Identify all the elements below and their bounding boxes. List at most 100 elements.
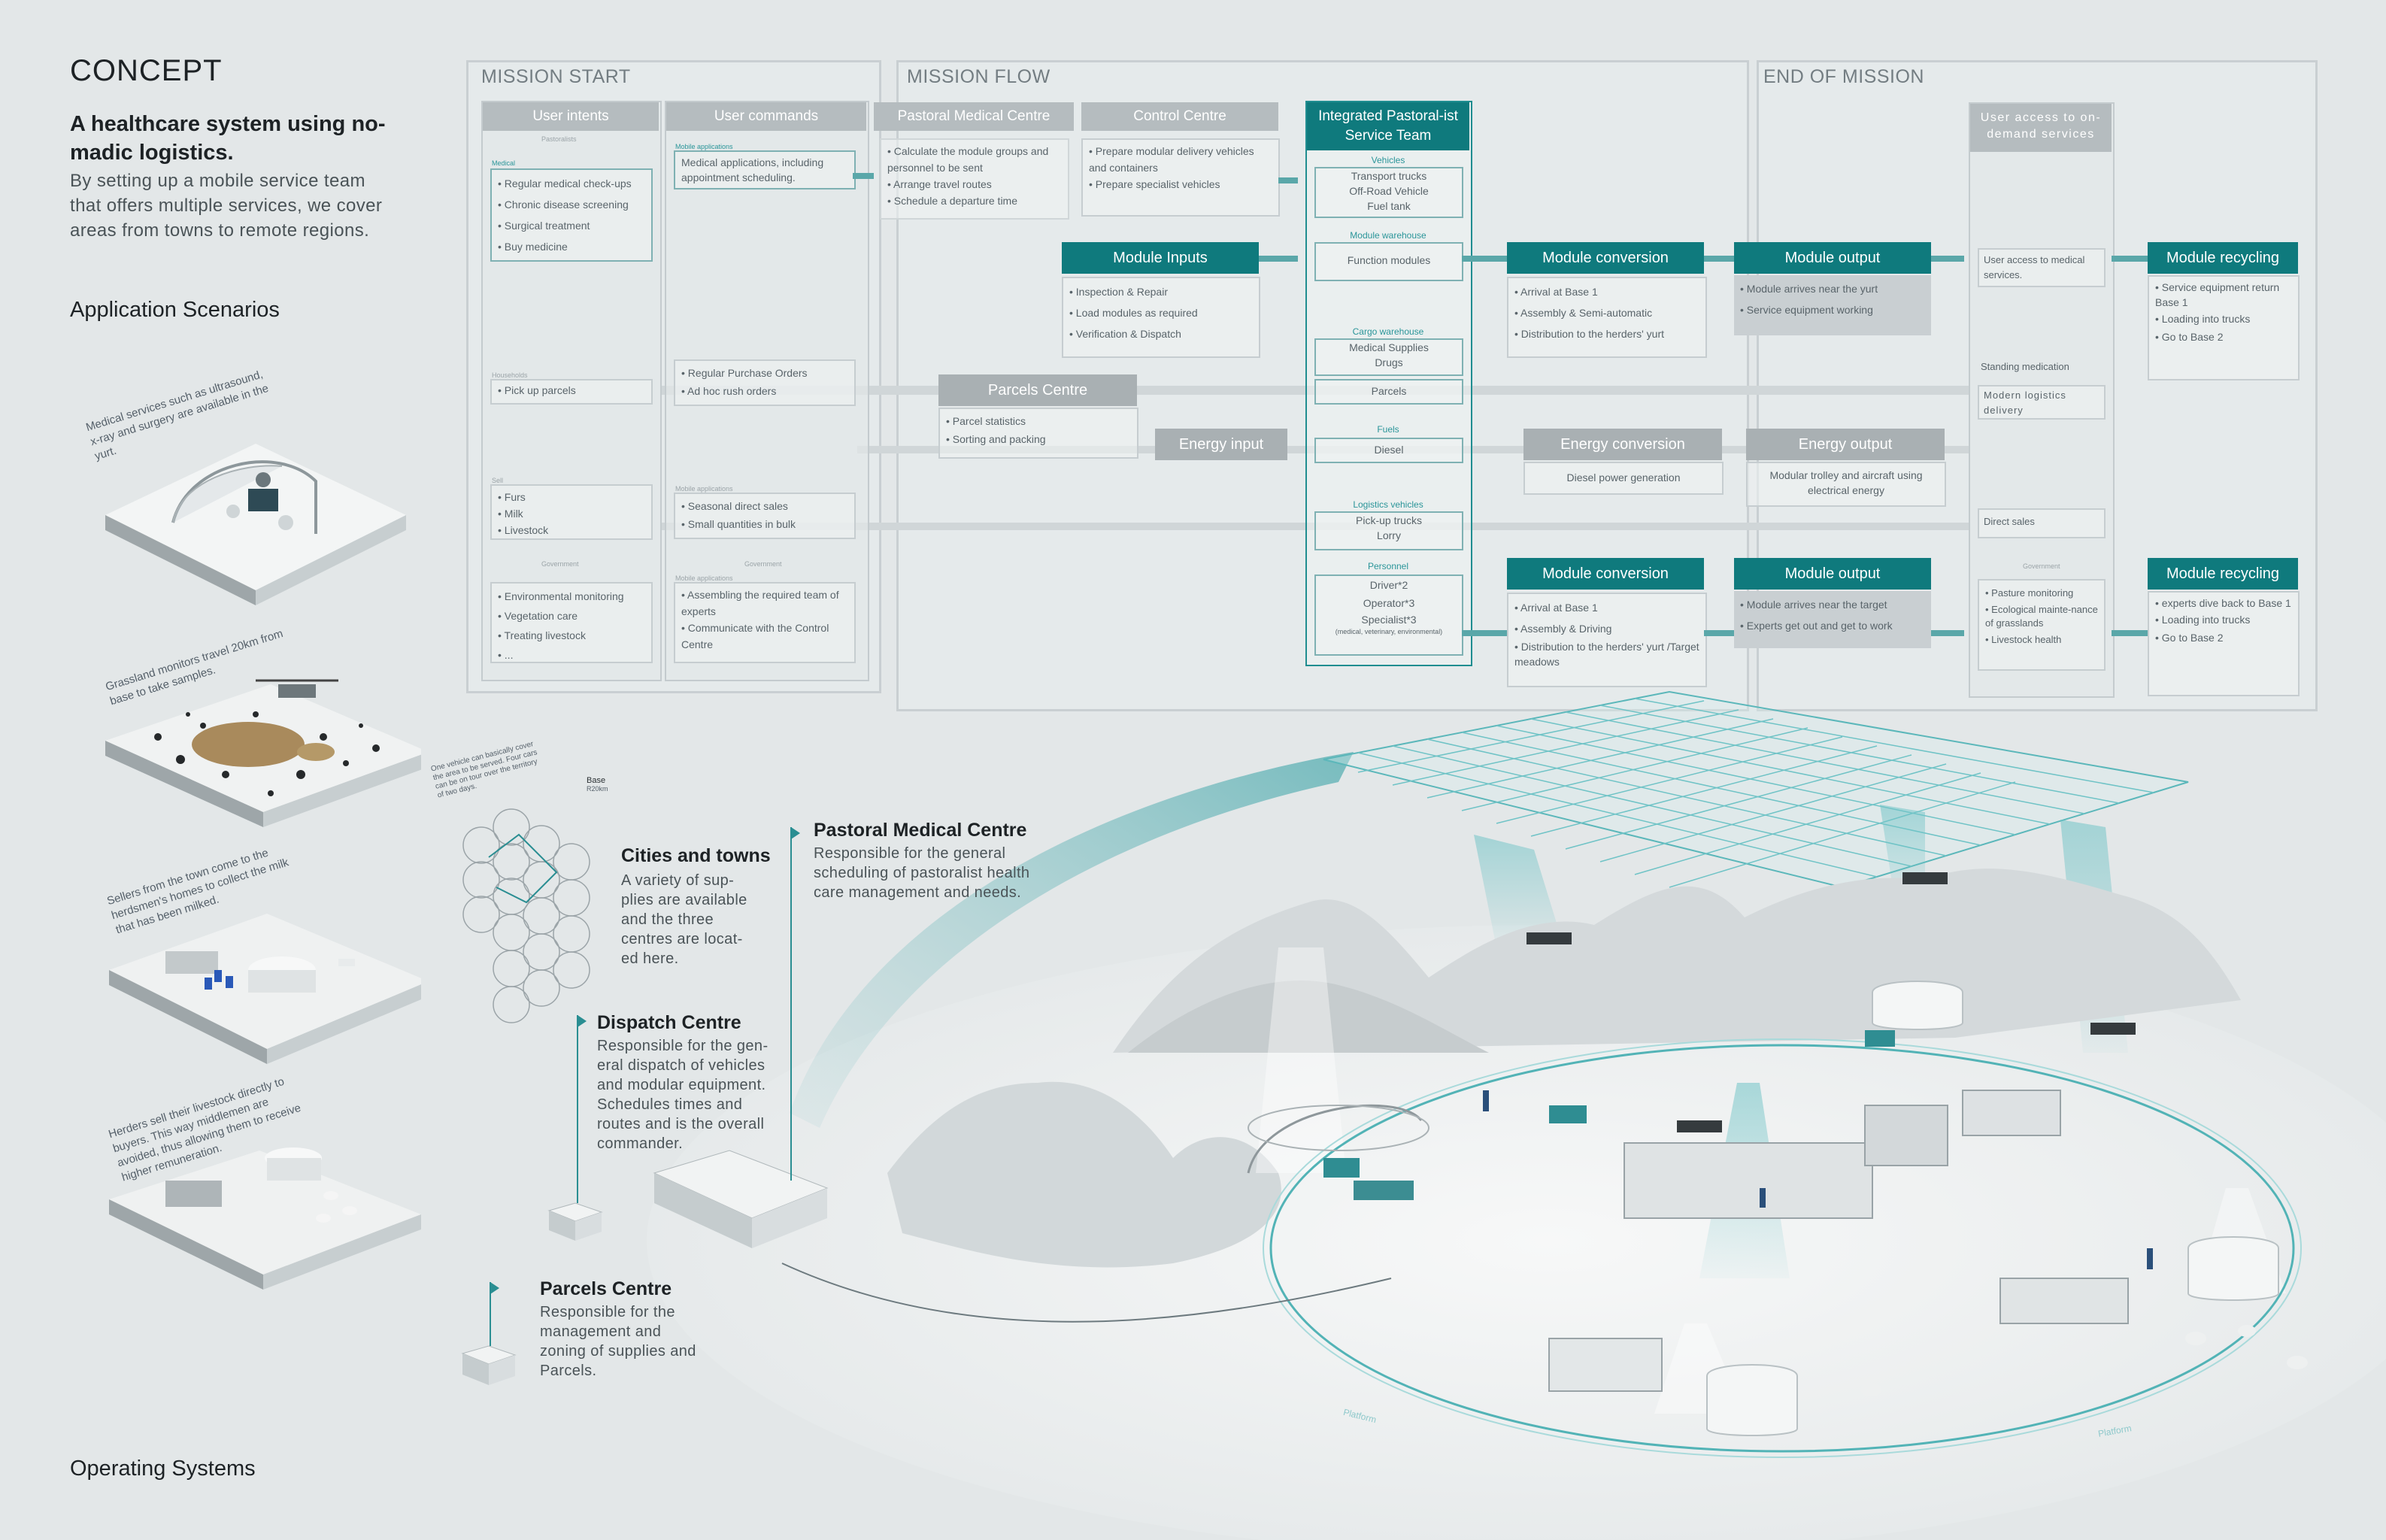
arrow-output-to-access-1 (1931, 256, 1964, 262)
arrow-output-to-access-2 (1931, 630, 1964, 636)
parcels-centre-box: Parcel statistics Sorting and packing (938, 408, 1138, 459)
module-output-1-header: Module output (1734, 242, 1931, 274)
access-gov-item: Livestock health (1985, 630, 2098, 650)
conversion-item: Arrival at Base 1 (1514, 281, 1699, 302)
intent-item: Regular medical check-ups (498, 173, 645, 194)
module-output-2-header: Module output (1734, 558, 1931, 590)
module-output-2-box: Module arrives near the target Experts g… (1734, 591, 1931, 648)
command-text: Medical applications, including appointm… (681, 156, 824, 183)
command-item: Ad hoc rush orders (681, 382, 848, 400)
access-gov-item: Pasture monitoring (1985, 584, 2098, 603)
module-recycling-1-header: Module recycling (2148, 242, 2298, 274)
command-item: Regular Purchase Orders (681, 364, 848, 382)
output-item: Module arrives near the yurt (1740, 278, 1925, 299)
conversion-item: Assembly & Driving (1514, 618, 1699, 639)
parcels-centre-desc: Responsible for the management and zonin… (540, 1304, 696, 1379)
team-label-personnel: Personnel (1367, 561, 1409, 571)
control-centre-header: Control Centre (1081, 102, 1278, 131)
tag-mobile-applications-2: Mobile applications (675, 485, 733, 493)
arrow-access-to-recycling-1 (2112, 256, 2148, 262)
team-label-fuels: Fuels (1377, 424, 1399, 435)
pmc-item: Schedule a departure time (887, 192, 1062, 209)
command-item: Small quantities in bulk (681, 515, 848, 533)
module-inputs-header: Module Inputs (1062, 242, 1259, 274)
operating-systems-title: Operating Systems (70, 1457, 256, 1481)
team-line: Drugs (1375, 356, 1403, 368)
team-vehicles-box: Transport trucks Off-Road Vehicle Fuel t… (1314, 167, 1463, 218)
energy-output-box: Modular trolley and aircraft using elect… (1746, 462, 1946, 507)
team-line: (medical, veterinary, environmental) (1335, 628, 1443, 635)
tag-medical: Medical (492, 159, 516, 167)
intent-item: Surgical treatment (498, 215, 645, 236)
control-item: Prepare specialist vehicles (1089, 176, 1272, 192)
module-recycling-2-header: Module recycling (2148, 558, 2298, 590)
map-base-sub: R20km (587, 785, 608, 793)
team-personnel-box: Driver*2 Operator*3 Specialist*3 (medica… (1314, 574, 1463, 656)
energy-conversion-header: Energy conversion (1523, 429, 1722, 460)
scene-sellers (75, 872, 429, 1068)
team-logistics-box: Pick-up trucks Lorry (1314, 511, 1463, 550)
team-line: Function modules (1347, 254, 1431, 266)
intents-government-box: Environmental monitoring Vegetation care… (490, 582, 653, 663)
access-sales-box: Direct sales (1978, 508, 2106, 538)
output-item: Module arrives near the target (1740, 594, 1925, 615)
intents-households-box: Pick up parcels (490, 379, 653, 405)
output-item: Experts get out and get to work (1740, 615, 1925, 636)
arrow-conversion-to-output-2 (1704, 630, 1734, 636)
commands-government-box: Assembling the required team of experts … (674, 582, 856, 663)
user-commands-header: User commands (666, 102, 866, 131)
energy-output-text: Modular trolley and aircraft using elect… (1769, 469, 1923, 496)
arrow-conversion-to-output-1 (1704, 256, 1734, 262)
commands-sales-box: Seasonal direct sales Small quantities i… (674, 493, 856, 539)
recycling-item: Go to Base 2 (2155, 328, 2292, 346)
access-gov-item: Ecological mainte-nance of grasslands (1985, 603, 2098, 630)
pmc-item: Calculate the module groups and personne… (887, 143, 1062, 176)
application-scenarios-title: Application Scenarios (70, 298, 280, 322)
scene-herders (75, 1105, 421, 1301)
recycling-item: Loading into trucks (2155, 310, 2292, 328)
command-item: Assembling the required team of experts (681, 587, 848, 620)
tag-government-3: Government (2023, 562, 2060, 570)
command-item: Communicate with the Control Centre (681, 620, 848, 653)
recycling-item: Go to Base 2 (2155, 629, 2292, 647)
module-conversion-2-box: Arrival at Base 1 Assembly & Driving Dis… (1507, 593, 1707, 687)
concept-title: CONCEPT (70, 54, 223, 87)
module-inputs-box: Inspection & Repair Load modules as requ… (1062, 277, 1260, 358)
energy-conversion-box: Diesel power generation (1523, 462, 1724, 495)
tag-government: Government (541, 560, 579, 568)
mission-start-title: MISSION START (481, 66, 631, 87)
team-line: Operator*3 (1363, 597, 1415, 609)
recycling-item: experts dive back to Base 1 (2155, 596, 2292, 611)
energy-input-label: Energy input (1155, 429, 1287, 460)
intent-item: Furs (498, 489, 645, 505)
team-label-vehicles: Vehicles (1371, 155, 1405, 165)
mission-flow-title: MISSION FLOW (907, 66, 1051, 87)
intents-medical-box: Regular medical check-ups Chronic diseas… (490, 168, 653, 262)
team-line: Driver*2 (1369, 579, 1408, 591)
recycling-item: Service equipment return Base 1 (2155, 280, 2292, 310)
access-entry: Modern logistics delivery (1984, 390, 2066, 416)
module-conversion-2-header: Module conversion (1507, 558, 1704, 590)
user-intents-header: User intents (483, 102, 659, 131)
tag-pastoralists: Pastoralists (541, 135, 577, 143)
control-item: Prepare modular delivery vehicles and co… (1089, 143, 1272, 176)
intent-item: Treating livestock (498, 626, 645, 645)
pmc-header: Pastoral Medical Centre (874, 102, 1074, 131)
arrow-control-to-team (1278, 177, 1298, 183)
conversion-item: Distribution to the herders' yurt /Targe… (1514, 639, 1699, 669)
team-line: Pick-up trucks (1356, 514, 1422, 526)
access-entry: User access to medical services. (1984, 254, 2085, 280)
module-input-item: Inspection & Repair (1069, 281, 1253, 302)
parcels-item: Parcel statistics (946, 412, 1131, 430)
dispatch-centre-title: Dispatch Centre (597, 1012, 741, 1033)
team-line: Medical Supplies (1349, 341, 1429, 353)
cities-title: Cities and towns (621, 845, 771, 866)
output-item: Service equipment working (1740, 299, 1925, 320)
arrow-team-to-conversion-2 (1462, 630, 1507, 636)
intent-item: Vegetation care (498, 606, 645, 626)
tag-mobile-applications: Mobile applications (675, 143, 733, 150)
team-parcels-box: Parcels (1314, 379, 1463, 405)
tag-households: Households (492, 371, 528, 379)
team-label-module-warehouse: Module warehouse (1350, 230, 1426, 241)
intent-item: Environmental monitoring (498, 587, 645, 606)
